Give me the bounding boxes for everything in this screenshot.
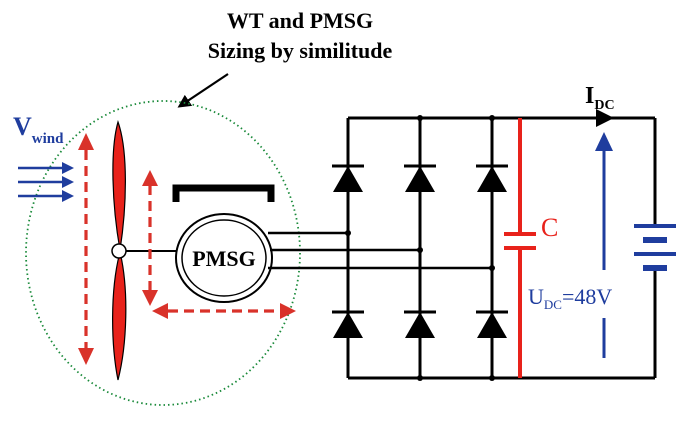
sizing-arrowheads	[78, 133, 296, 365]
battery-icon	[634, 224, 676, 271]
sizing-arrows	[84, 150, 280, 350]
wind-arrows	[18, 162, 74, 202]
capacitor-icon	[504, 118, 536, 378]
three-phase-lines	[268, 231, 492, 270]
current-arrow-icon	[596, 109, 614, 127]
wind-turbine-blade-icon	[111, 120, 127, 381]
generator-label: PMSG	[192, 246, 256, 271]
current-label: IDC	[585, 83, 615, 113]
voltage-label: UDC=48V	[528, 284, 612, 312]
diagram-title-line2: Sizing by similitude	[208, 38, 393, 63]
generator-bracket	[172, 184, 275, 202]
diagram-title-line1: WT and PMSG	[227, 8, 373, 33]
voltage-arrow	[595, 132, 613, 358]
diode-icon	[332, 164, 508, 192]
dc-bus-wires	[346, 116, 657, 380]
capacitor-label: C	[541, 213, 558, 242]
wind-speed-label: Vwind	[13, 112, 64, 147]
title-pointer-arrow	[177, 73, 229, 108]
generator-icon	[175, 213, 273, 303]
diode-icon-lower	[332, 310, 508, 338]
sizing-boundary-ellipse	[25, 100, 301, 406]
